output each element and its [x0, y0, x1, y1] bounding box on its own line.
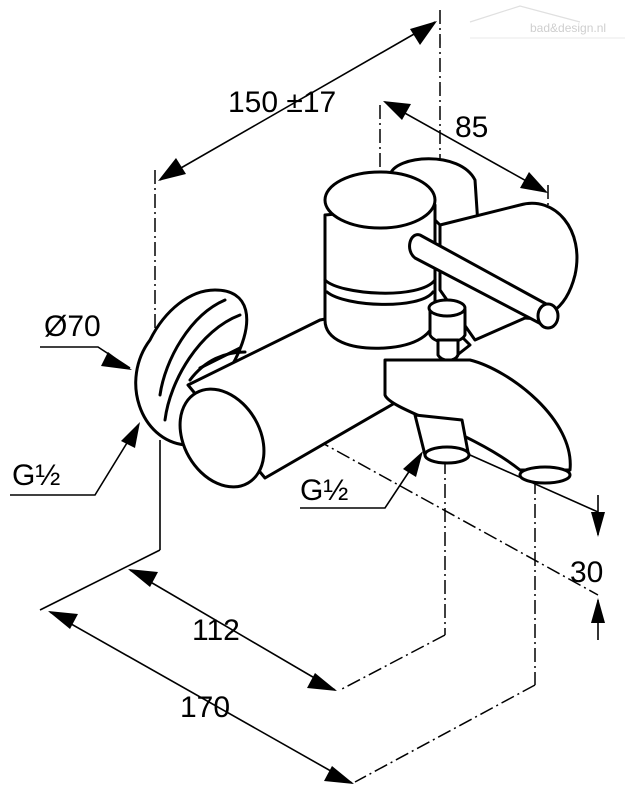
- diverter-knob: [427, 298, 467, 362]
- label-handle: 85: [455, 111, 488, 144]
- label-outlet-distance: 112: [192, 614, 240, 647]
- label-outlet-connection: G½: [300, 474, 348, 507]
- label-outlet-height: 30: [570, 556, 603, 589]
- dim-handle: 85: [383, 101, 548, 193]
- dim-outlet-height: 30: [570, 495, 605, 640]
- label-projection: 150 ±17: [228, 86, 336, 119]
- dim-wall-connection: G½: [10, 422, 140, 496]
- dim-projection: 150 ±17: [158, 21, 437, 181]
- wall-rosette: [134, 288, 249, 447]
- dim-spout-length: 170: [48, 611, 354, 784]
- label-wall-connection: G½: [12, 459, 60, 492]
- watermark: bad&design.nl: [469, 5, 625, 39]
- label-rosette-diameter: Ø70: [44, 310, 101, 343]
- dim-outlet-connection: G½: [300, 451, 423, 509]
- label-spout-length: 170: [180, 691, 230, 724]
- watermark-text: bad&design.nl: [530, 21, 606, 35]
- dim-rosette: Ø70: [40, 310, 132, 370]
- lever-handle: [408, 233, 560, 330]
- dim-outlet-distance: 112: [128, 569, 337, 691]
- spout: [383, 358, 572, 485]
